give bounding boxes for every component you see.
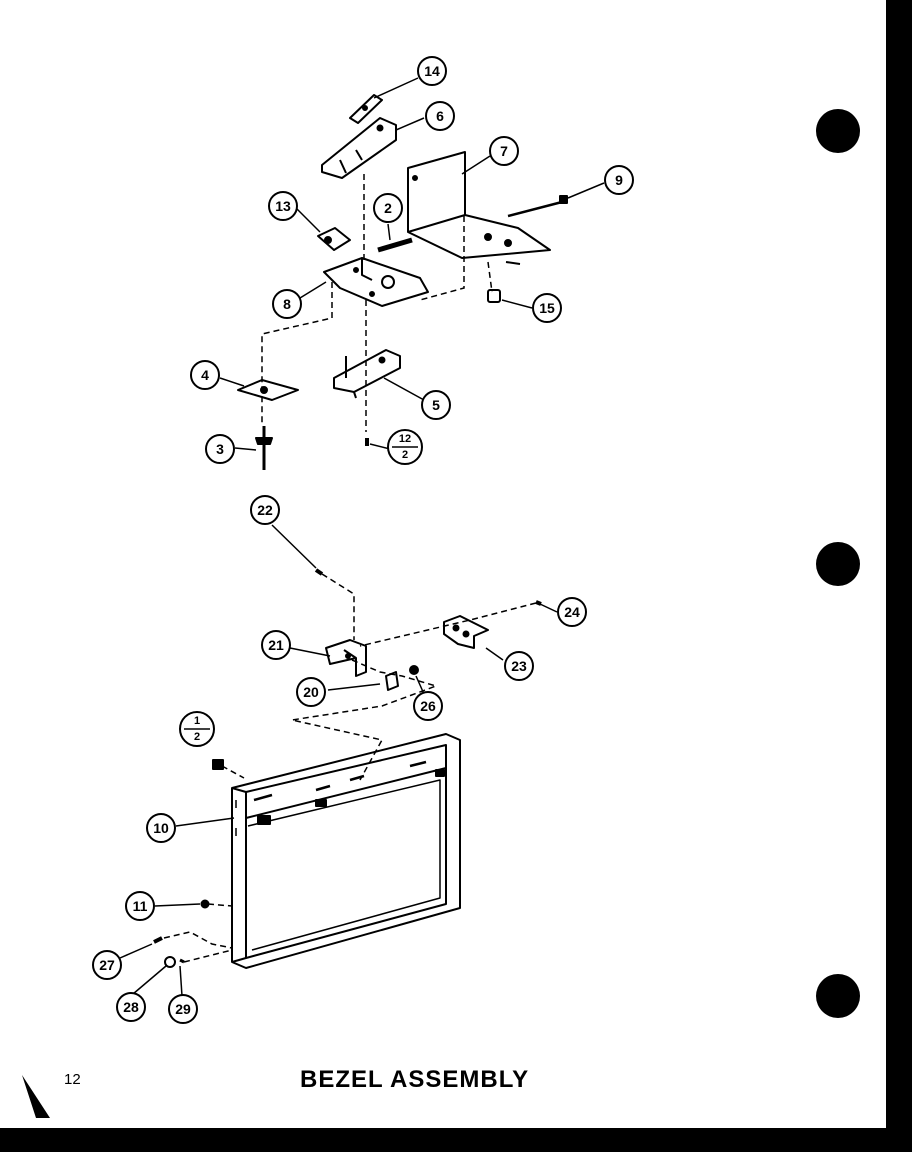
part-27-screw: [153, 936, 163, 944]
binder-hole-top: [816, 109, 860, 153]
callout-20: 20: [296, 677, 326, 707]
svg-text:24: 24: [564, 604, 580, 620]
part-4-plate: [237, 379, 299, 401]
svg-text:23: 23: [511, 658, 527, 674]
callout-27: 27: [92, 950, 122, 980]
page-number: 12: [64, 1071, 81, 1088]
callout-14: 14: [417, 56, 447, 86]
svg-text:28: 28: [123, 999, 139, 1015]
svg-text:29: 29: [175, 1001, 191, 1017]
part-10-bezel-frame: [231, 733, 461, 969]
svg-text:12: 12: [399, 433, 411, 445]
svg-text:5: 5: [432, 397, 440, 413]
svg-text:10: 10: [153, 820, 169, 836]
callout-24: 24: [557, 597, 587, 627]
part-1-2-nut: [212, 759, 224, 770]
callout-9: 9: [604, 165, 634, 195]
exploded-parts-diagram: 14 6 7 9 13 2 8 15 4 5 3 12 2 22 24 21 2…: [22, 56, 634, 1118]
svg-text:21: 21: [268, 637, 284, 653]
part-2-spring: [377, 237, 413, 253]
leader-lines: [119, 77, 605, 997]
callout-2: 2: [373, 193, 403, 223]
svg-text:8: 8: [283, 296, 291, 312]
callout-26: 26: [413, 691, 443, 721]
binder-hole-middle: [816, 542, 860, 586]
part-28-washer: [164, 956, 176, 968]
svg-text:1: 1: [194, 715, 200, 727]
callout-29: 29: [168, 994, 198, 1024]
assembly-lines: [163, 174, 537, 963]
svg-text:20: 20: [303, 684, 319, 700]
callout-11: 11: [125, 891, 155, 921]
part-14-clip: [349, 94, 383, 124]
scan-border-bottom: [0, 1128, 912, 1152]
parts-drawing: [153, 94, 568, 969]
scan-corner-mark: [22, 1075, 50, 1118]
svg-text:22: 22: [257, 502, 273, 518]
part-11-screw: [200, 899, 210, 909]
callout-28: 28: [116, 992, 146, 1022]
part-13-clip: [317, 227, 351, 251]
callout-21: 21: [261, 630, 291, 660]
part-23-switch: [443, 615, 489, 649]
callout-10: 10: [146, 813, 176, 843]
part-22-screw: [314, 568, 324, 576]
callouts: 14 6 7 9 13 2 8 15 4 5 3 12 2 22 24 21 2…: [92, 56, 634, 1024]
svg-text:3: 3: [216, 441, 224, 457]
scan-border-right: [886, 0, 912, 1152]
part-3-pin: [255, 426, 273, 470]
part-29-screw: [179, 958, 185, 964]
svg-text:7: 7: [500, 143, 508, 159]
callout-3: 3: [205, 434, 235, 464]
callout-23: 23: [504, 651, 534, 681]
part-21-bracket: [325, 639, 367, 677]
svg-text:27: 27: [99, 957, 115, 973]
part-8-plate: [323, 257, 429, 307]
svg-text:11: 11: [133, 898, 148, 914]
part-6-channel: [321, 117, 397, 179]
callout-5: 5: [421, 390, 451, 420]
callout-7: 7: [489, 136, 519, 166]
part-26-nut: [409, 665, 419, 675]
callout-13: 13: [268, 191, 298, 221]
svg-text:14: 14: [424, 63, 440, 79]
callout-12-2: 12 2: [387, 429, 423, 465]
callout-15: 15: [532, 293, 562, 323]
svg-text:15: 15: [539, 300, 555, 316]
svg-text:6: 6: [436, 108, 444, 124]
part-9-screw: [507, 195, 568, 218]
binder-hole-bottom: [816, 974, 860, 1018]
svg-text:4: 4: [201, 367, 209, 383]
callout-4: 4: [190, 360, 220, 390]
page-title: BEZEL ASSEMBLY: [300, 1066, 530, 1093]
svg-text:13: 13: [275, 198, 291, 214]
svg-text:9: 9: [615, 172, 623, 188]
part-7-bracket: [407, 151, 551, 265]
svg-text:26: 26: [420, 698, 436, 714]
parts-sheet: [0, 0, 886, 1128]
svg-text:2: 2: [194, 731, 200, 743]
callout-1-2: 1 2: [179, 711, 215, 747]
callout-22: 22: [250, 495, 280, 525]
svg-text:2: 2: [402, 449, 408, 461]
part-20-clip: [385, 671, 399, 691]
part-5-channel: [333, 349, 401, 399]
part-15-nut: [487, 289, 501, 303]
callout-8: 8: [272, 289, 302, 319]
callout-6: 6: [425, 101, 455, 131]
svg-text:2: 2: [384, 200, 392, 216]
